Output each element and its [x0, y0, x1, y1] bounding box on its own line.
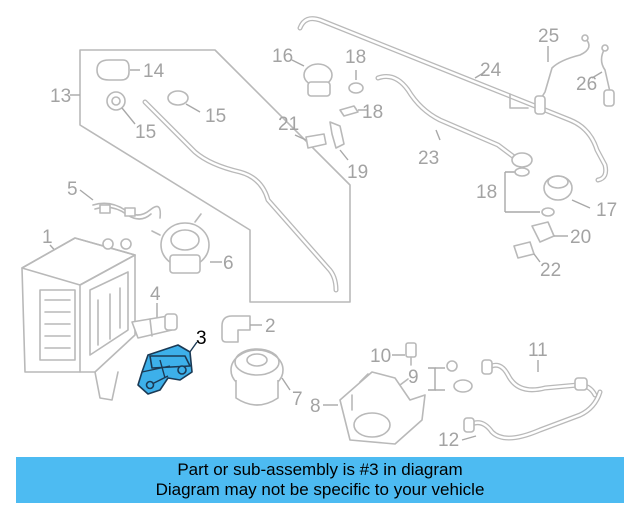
- callout-18-top: 18: [345, 47, 366, 68]
- callout-14: 14: [143, 61, 165, 82]
- fasteners-parts-9-10: 10 9: [370, 342, 473, 393]
- callout-25: 25: [538, 26, 559, 47]
- callout-17: 17: [596, 200, 617, 221]
- callout-22: 22: [540, 260, 561, 281]
- bolt-part-10: [405, 342, 417, 358]
- elbow-part-2: 2: [221, 315, 276, 343]
- callout-23: 23: [418, 148, 439, 169]
- caption-bar: Part or sub-assembly is #3 in diagram Di…: [16, 457, 624, 503]
- group-13-panel: 13 14 15 15: [50, 49, 351, 303]
- callout-4: 4: [150, 284, 161, 305]
- valve-part-4: 4: [131, 284, 178, 339]
- canister-part-1: 1: [21, 227, 136, 401]
- callout-19: 19: [347, 162, 368, 183]
- callout-8: 8: [310, 396, 321, 417]
- hoses-parts-11-12: 11 12: [438, 340, 603, 451]
- callout-10: 10: [370, 346, 391, 367]
- callout-16: 16: [272, 46, 293, 67]
- callout-13: 13: [50, 86, 71, 107]
- wiring-part-5: 5: [67, 179, 162, 220]
- callout-2: 2: [265, 316, 276, 337]
- callout-3: 3: [196, 328, 207, 349]
- group-panel-outline: [79, 49, 351, 303]
- callout-1: 1: [42, 227, 53, 248]
- grommet-part-15-left: [106, 91, 126, 111]
- callout-21: 21: [278, 114, 299, 135]
- callout-7: 7: [292, 389, 303, 410]
- caption-line-1: Part or sub-assembly is #3 in diagram: [177, 460, 463, 479]
- callout-20: 20: [570, 227, 591, 248]
- bracket-part-3-highlighted: 3: [137, 328, 207, 395]
- callout-9: 9: [408, 367, 419, 388]
- callout-18-mid: 18: [362, 102, 383, 123]
- callout-11: 11: [528, 340, 548, 361]
- callout-5: 5: [67, 179, 78, 200]
- grommet-part-15-right: [167, 90, 189, 106]
- purge-valve-part-6: 6: [151, 213, 234, 274]
- caption-line-2: Diagram may not be specific to your vehi…: [155, 480, 485, 499]
- callout-12: 12: [438, 430, 459, 451]
- callout-15-right: 15: [205, 106, 226, 127]
- sensors-parts-25-26: 25 26: [534, 26, 615, 115]
- callout-18-right: 18: [476, 182, 497, 203]
- bracket-part-8: 8: [310, 371, 426, 445]
- parts-diagram: 13 14 15 15 5 6 1: [21, 16, 617, 451]
- top-right-assembly: 24 23 16 18 18 21 19 17 18: [272, 16, 617, 281]
- callout-26: 26: [576, 74, 597, 95]
- air-pump-part-7: 7: [230, 348, 303, 410]
- nut-part-9: [446, 360, 458, 372]
- callout-6: 6: [223, 253, 234, 274]
- callout-15-left: 15: [135, 122, 156, 143]
- callout-24: 24: [480, 60, 502, 81]
- grommet-part-9: [453, 379, 473, 393]
- hose-end-part-14: [96, 59, 130, 81]
